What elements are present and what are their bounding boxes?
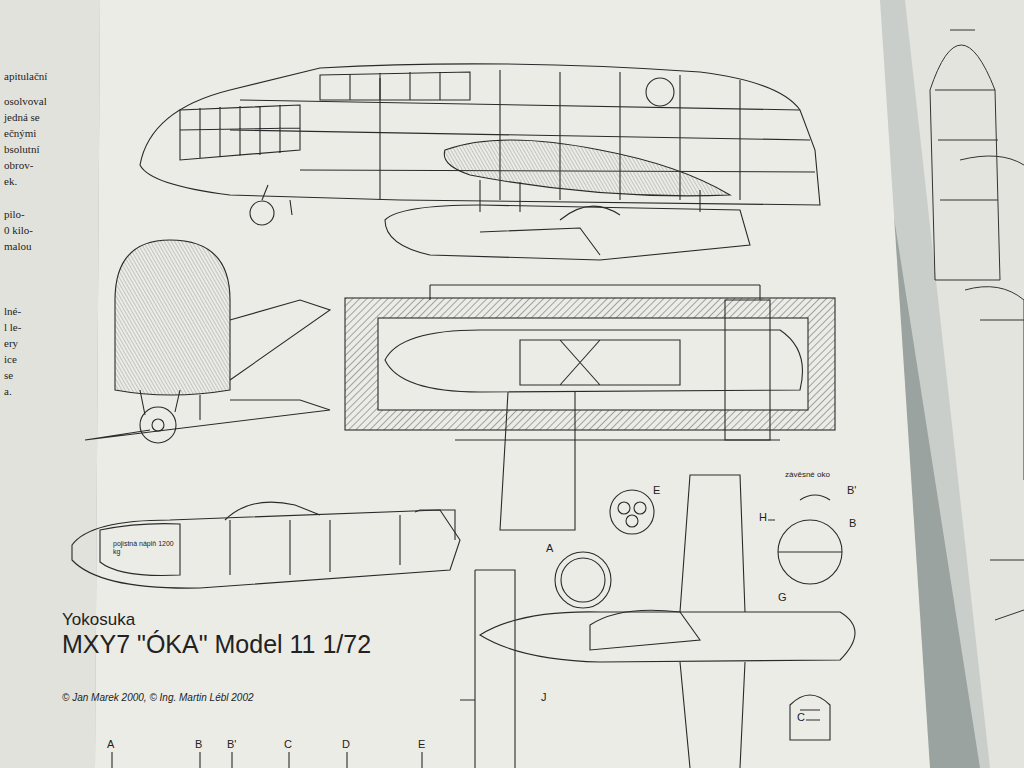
- page-text: se: [4, 369, 13, 382]
- drawing-title: MXY7 "ÓKA" Model 11 1/72: [62, 630, 371, 659]
- aircraft-drawings: [72, 64, 855, 768]
- station-letter: D: [341, 738, 351, 751]
- right-page: [905, 0, 1024, 768]
- page-text: lné-: [4, 305, 21, 318]
- station-letter: B': [226, 738, 237, 751]
- page-text: pilo-: [4, 208, 25, 221]
- right-page-drawing: [930, 30, 1024, 620]
- station-letter: B: [194, 738, 203, 751]
- page-text: ice: [4, 353, 17, 366]
- section-letter: H: [758, 511, 768, 524]
- page-text: osolvoval: [4, 95, 47, 108]
- section-letter: G: [777, 591, 788, 604]
- section-letter: B: [848, 517, 857, 530]
- page-text: jedná se: [4, 111, 40, 124]
- page-text: ery: [4, 337, 18, 350]
- page-text: ek.: [4, 175, 17, 188]
- subtitle: Yokosuka: [62, 610, 135, 630]
- part-note: závěsné oko: [784, 470, 831, 479]
- section-letter: A: [545, 542, 554, 555]
- section-letter: C: [796, 711, 806, 724]
- section-letter: J: [540, 691, 548, 704]
- section-letter: E: [652, 484, 661, 497]
- station-letter: A: [106, 738, 115, 751]
- page-text: l le-: [4, 321, 21, 334]
- section-letter: B': [846, 484, 857, 497]
- page-text: a.: [4, 385, 12, 398]
- station-letter: C: [283, 738, 293, 751]
- station-letter: E: [417, 738, 426, 751]
- page-text: ečnými: [4, 127, 36, 140]
- page-text: malou: [4, 240, 32, 253]
- page-text: apitulační: [4, 70, 47, 83]
- page-text: 0 kilo-: [4, 224, 33, 237]
- part-note: pojistná náplň 1200 kg: [112, 540, 176, 556]
- copyright-caption: © Jan Marek 2000, © Ing. Martin Lébl 200…: [62, 692, 254, 704]
- page-text: obrov-: [4, 159, 33, 172]
- page-text: bsolutní: [4, 143, 39, 156]
